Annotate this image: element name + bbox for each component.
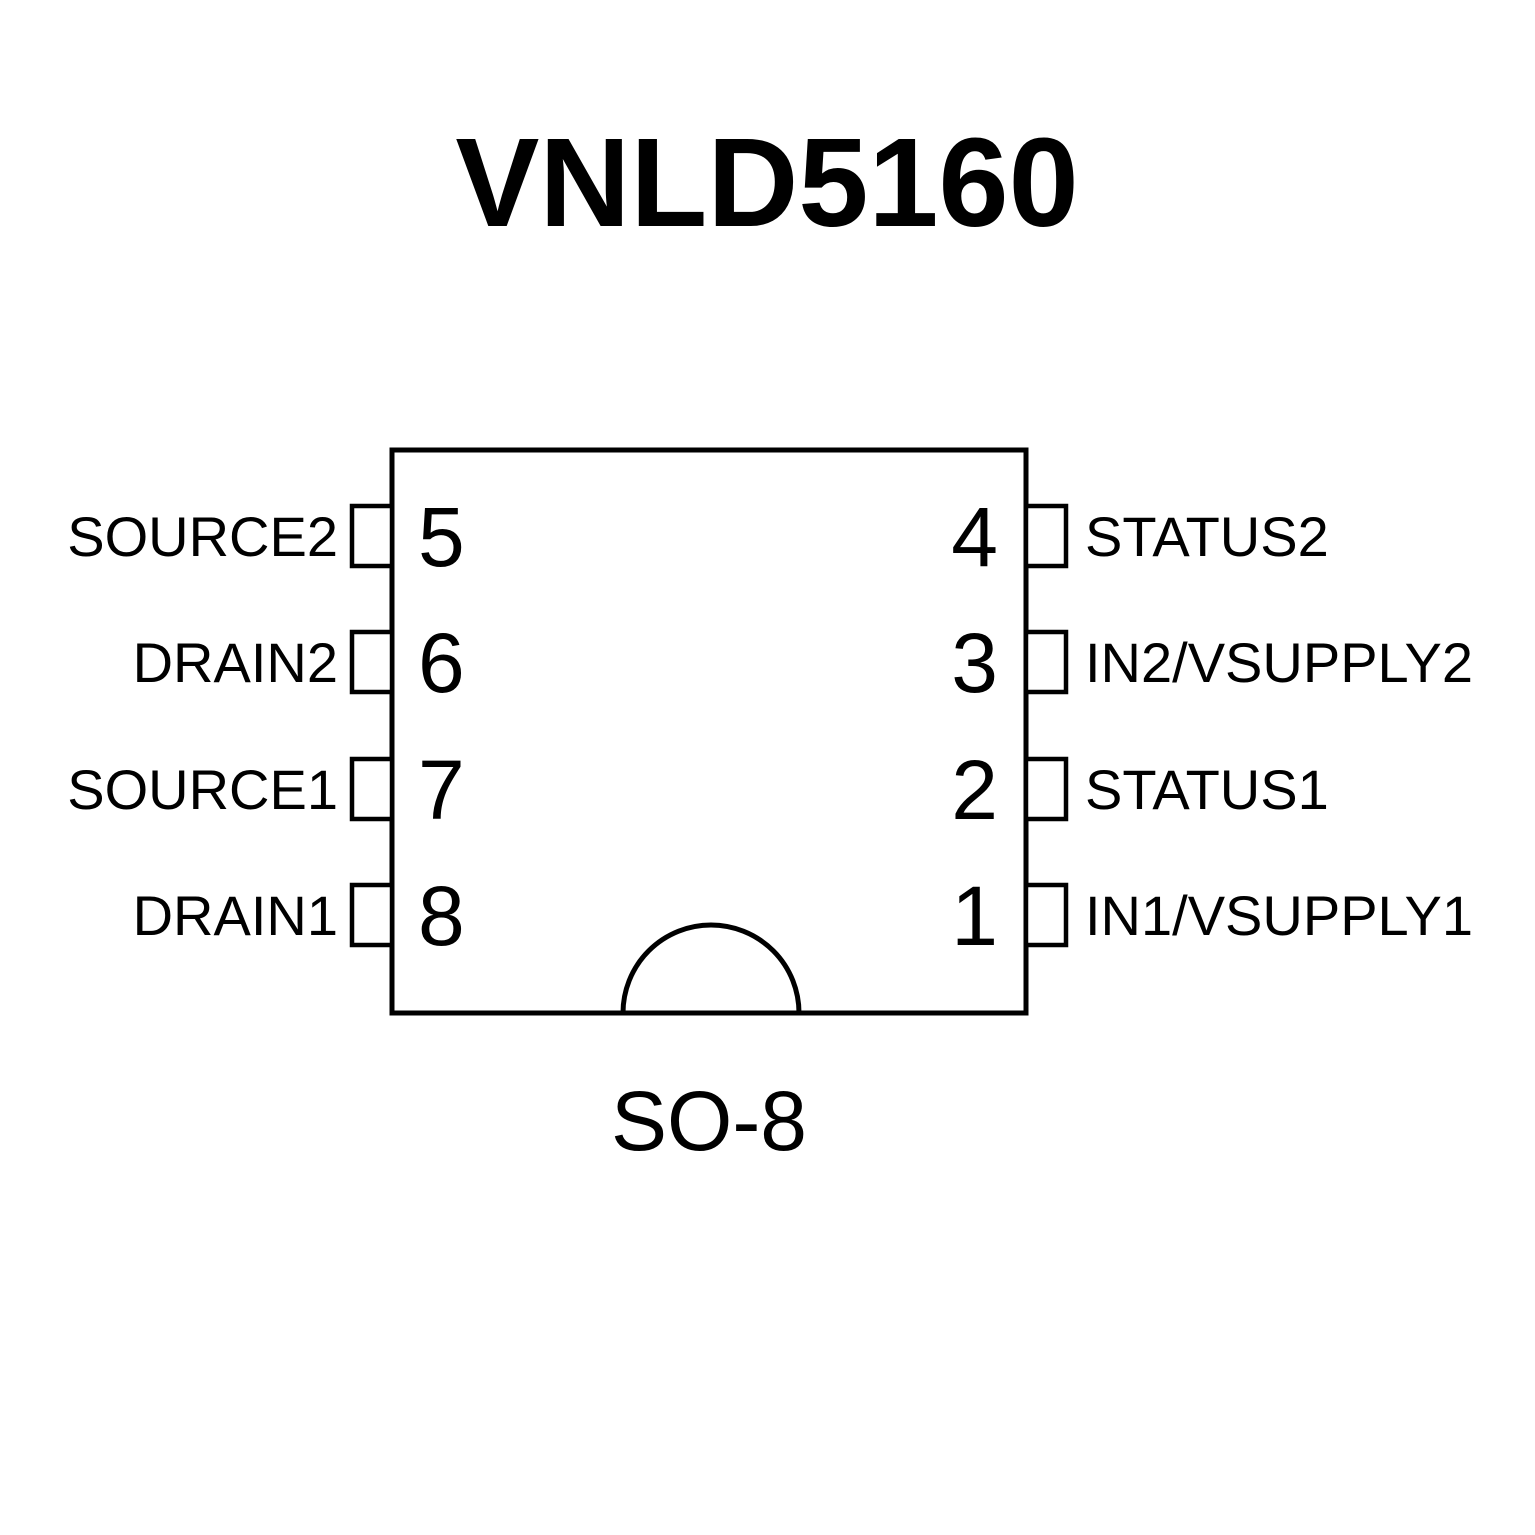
- pin1-index-notch: [620, 922, 802, 1016]
- pin-pad-icon: [1023, 756, 1069, 822]
- pin-label: SOURCE1: [67, 758, 338, 821]
- pin-label: DRAIN2: [133, 631, 338, 694]
- pin-label: IN2/VSUPPLY2: [1085, 631, 1473, 694]
- pin-pad-icon: [349, 503, 395, 569]
- pin-row-6: 6 DRAIN2: [133, 616, 465, 710]
- pin-row-5: 5 SOURCE2: [67, 490, 464, 584]
- pin-pad-icon: [349, 629, 395, 695]
- pin-row-7: 7 SOURCE1: [67, 743, 464, 837]
- chip-body: [389, 447, 1029, 1016]
- part-number-title: VNLD5160: [455, 112, 1078, 253]
- pin-row-8: 8 DRAIN1: [133, 869, 465, 963]
- pin-row-4: 4 STATUS2: [951, 490, 1328, 584]
- pin-number: 4: [951, 490, 998, 584]
- pin-number: 6: [418, 616, 465, 710]
- pin-pad-icon: [349, 882, 395, 948]
- pin-number: 7: [418, 743, 465, 837]
- pin-label: DRAIN1: [133, 884, 338, 947]
- package-name: SO-8: [611, 1074, 807, 1168]
- pin-pad-icon: [1023, 629, 1069, 695]
- pin-number: 5: [418, 490, 465, 584]
- pin-number: 8: [418, 869, 465, 963]
- pin-pad-icon: [349, 756, 395, 822]
- pin-number: 1: [951, 869, 998, 963]
- pin-label: STATUS2: [1085, 505, 1329, 568]
- pin-pad-icon: [1023, 503, 1069, 569]
- pin-number: 3: [951, 616, 998, 710]
- pin-row-3: 3 IN2/VSUPPLY2: [951, 616, 1473, 710]
- pin-pad-icon: [1023, 882, 1069, 948]
- pin-number: 2: [951, 743, 998, 837]
- pin-row-2: 2 STATUS1: [951, 743, 1328, 837]
- pin-label: STATUS1: [1085, 758, 1329, 821]
- pin-label: SOURCE2: [67, 505, 338, 568]
- pin-label: IN1/VSUPPLY1: [1085, 884, 1473, 947]
- pin-row-1: 1 IN1/VSUPPLY1: [951, 869, 1473, 963]
